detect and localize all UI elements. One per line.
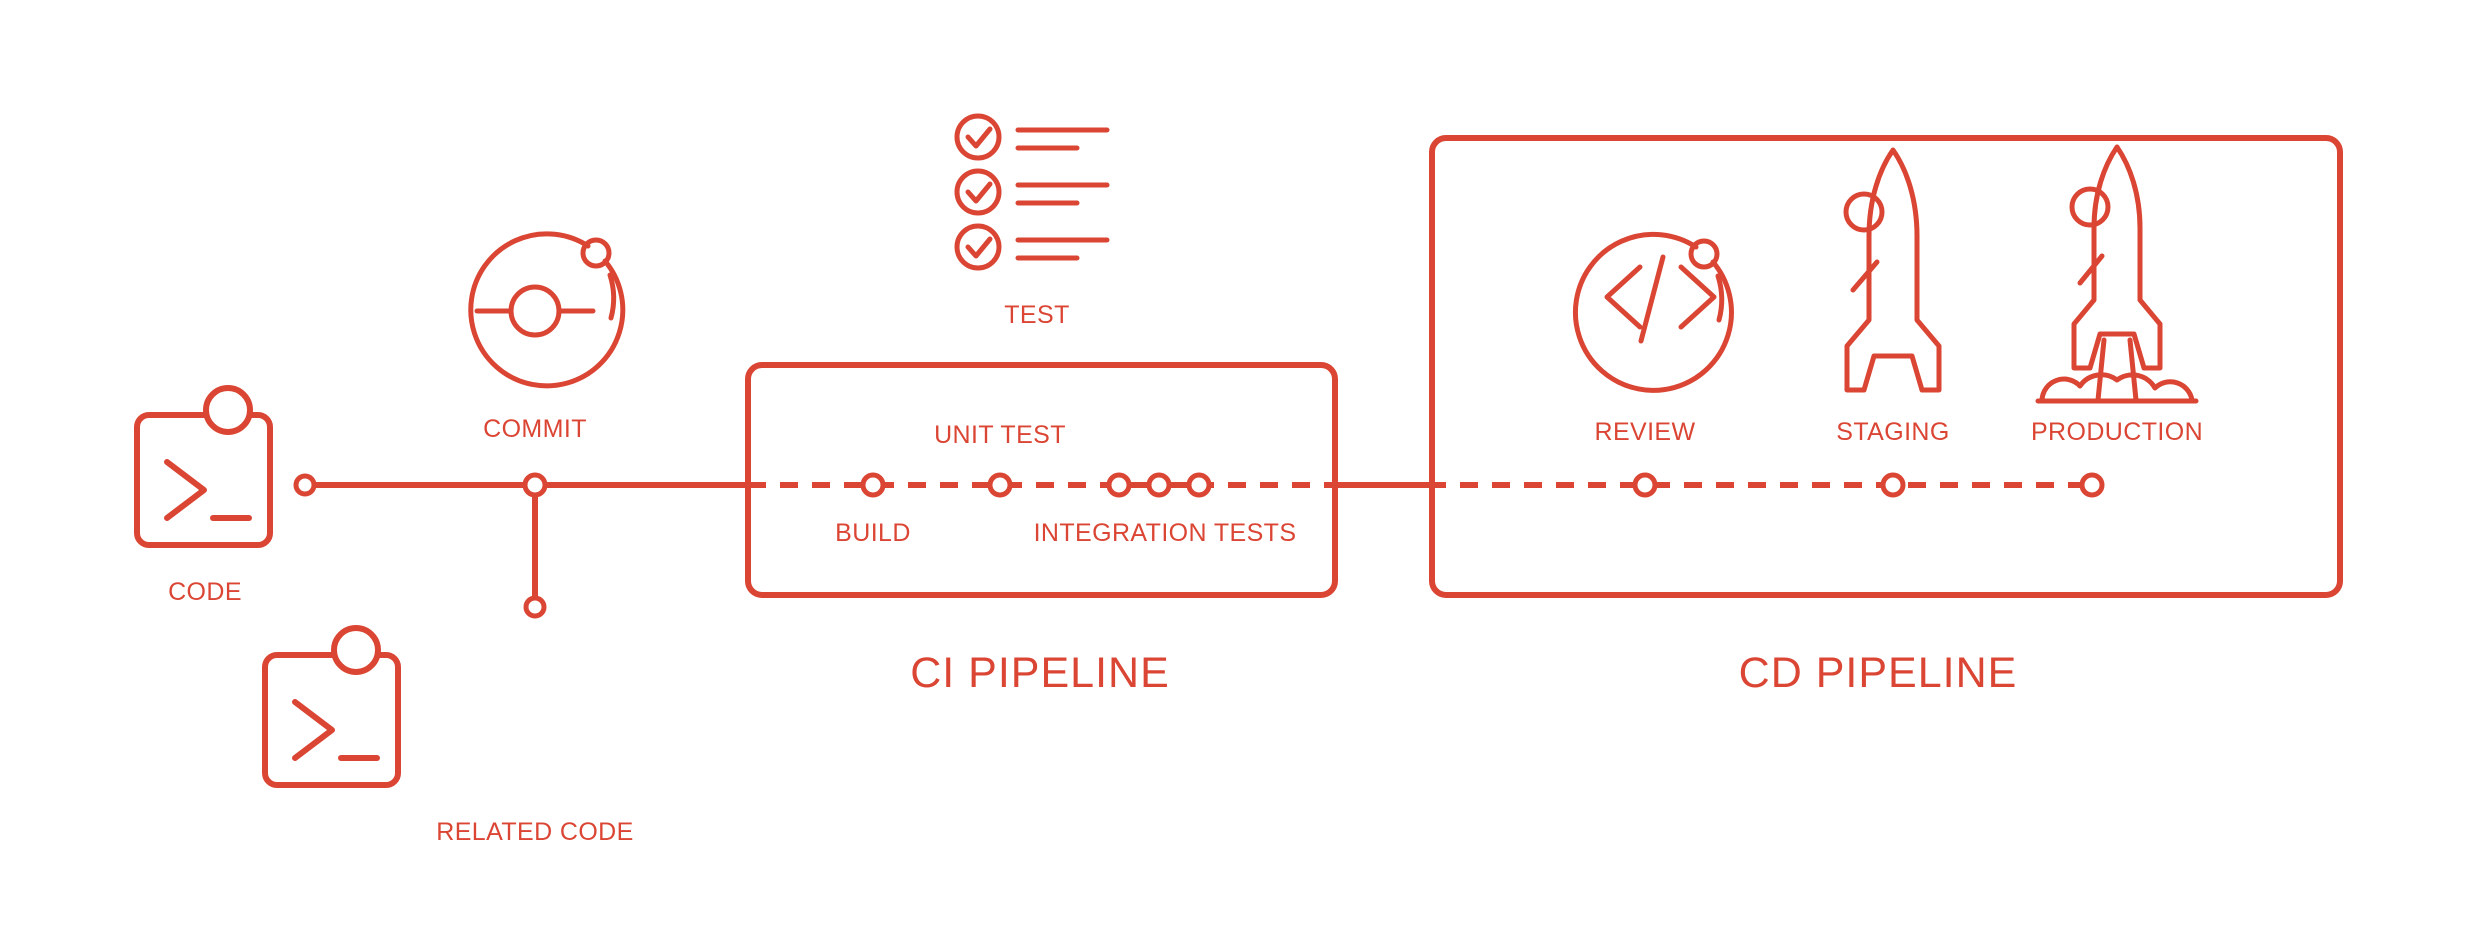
commit-label: COMMIT bbox=[483, 415, 587, 443]
timeline-start-node[interactable] bbox=[293, 473, 317, 497]
ci-node-unit-test[interactable] bbox=[987, 472, 1013, 498]
production-rocket-launch-icon-group bbox=[2035, 144, 2199, 404]
commit-orbit-ring bbox=[468, 231, 626, 389]
test-checklist-icon-group bbox=[954, 113, 1110, 271]
ci-stage-label-unit-test: UNIT TEST bbox=[934, 421, 1066, 449]
review-satellite-circle bbox=[1688, 238, 1720, 270]
review-circle-ring-arc2 bbox=[1715, 273, 1725, 323]
cd-node-staging[interactable] bbox=[1880, 472, 1906, 498]
review-slash-icon bbox=[1638, 254, 1666, 344]
ci-node-integration-1[interactable] bbox=[1106, 472, 1132, 498]
check-circle-icon-3 bbox=[954, 223, 1002, 271]
commit-center-circle bbox=[508, 284, 562, 338]
staging-rocket-icon-group bbox=[1843, 147, 1942, 393]
ci-pipeline-title: CI PIPELINE bbox=[910, 649, 1170, 697]
staging-rocket-body bbox=[1844, 147, 1942, 393]
cd-node-review[interactable] bbox=[1632, 472, 1658, 498]
check-circle-icon-2 bbox=[954, 168, 1002, 216]
ci-pipeline-box bbox=[745, 362, 1338, 598]
checkmark-icon-1 bbox=[965, 126, 993, 149]
ci-node-integration-2[interactable] bbox=[1146, 472, 1172, 498]
test-label: TEST bbox=[1004, 301, 1070, 329]
production-exhaust-flame-left bbox=[2095, 337, 2107, 403]
cd-pipeline-title: CD PIPELINE bbox=[1739, 649, 2018, 697]
checkmark-icon-3 bbox=[965, 236, 993, 259]
cd-node-production[interactable] bbox=[2079, 472, 2105, 498]
code-badge-circle bbox=[203, 385, 253, 435]
commit-satellite-circle bbox=[580, 237, 612, 269]
production-rocket-body bbox=[2071, 144, 2163, 371]
code-icon-group bbox=[134, 385, 273, 548]
cd-stage-label-review: REVIEW bbox=[1594, 418, 1695, 446]
related-code-badge-circle bbox=[331, 625, 381, 675]
staging-rocket-wing-detail bbox=[1850, 259, 1880, 293]
checkmark-icon-2 bbox=[965, 181, 993, 204]
review-angle-bracket-left-icon bbox=[1604, 264, 1643, 330]
related-code-icon-group bbox=[262, 625, 401, 788]
production-exhaust-flame-right bbox=[2127, 337, 2139, 403]
staging-rocket-porthole-icon bbox=[1843, 191, 1885, 233]
cd-pipeline-box bbox=[1429, 135, 2343, 598]
related-code-card-outline bbox=[262, 652, 401, 788]
related-code-branch-node[interactable] bbox=[523, 595, 547, 619]
related-code-prompt-chevron-icon bbox=[292, 699, 335, 761]
ci-node-build[interactable] bbox=[860, 472, 886, 498]
production-smoke-cloud bbox=[2039, 372, 2195, 403]
related-code-label: RELATED CODE bbox=[436, 818, 633, 846]
production-rocket-porthole-icon bbox=[2069, 186, 2111, 228]
code-label: CODE bbox=[168, 578, 242, 606]
commit-icon-group bbox=[468, 231, 626, 389]
ci-node-integration-3[interactable] bbox=[1186, 472, 1212, 498]
production-rocket-wing-detail bbox=[2077, 253, 2105, 286]
cd-stage-label-staging: STAGING bbox=[1836, 418, 1949, 446]
review-icon-group bbox=[1572, 231, 1734, 393]
cd-stage-label-production: PRODUCTION bbox=[2031, 418, 2203, 446]
check-circle-icon-1 bbox=[954, 113, 1002, 161]
ci-stage-label-integration-tests: INTEGRATION TESTS bbox=[1034, 519, 1297, 547]
commit-orbit-ring-arc2 bbox=[607, 272, 617, 321]
ci-stage-label-build: BUILD bbox=[835, 519, 911, 547]
code-card-outline bbox=[134, 412, 273, 548]
review-circle-ring bbox=[1572, 231, 1734, 393]
review-angle-bracket-right-icon bbox=[1678, 264, 1717, 330]
timeline-commit-node[interactable] bbox=[522, 472, 548, 498]
code-prompt-chevron-icon bbox=[164, 459, 207, 521]
